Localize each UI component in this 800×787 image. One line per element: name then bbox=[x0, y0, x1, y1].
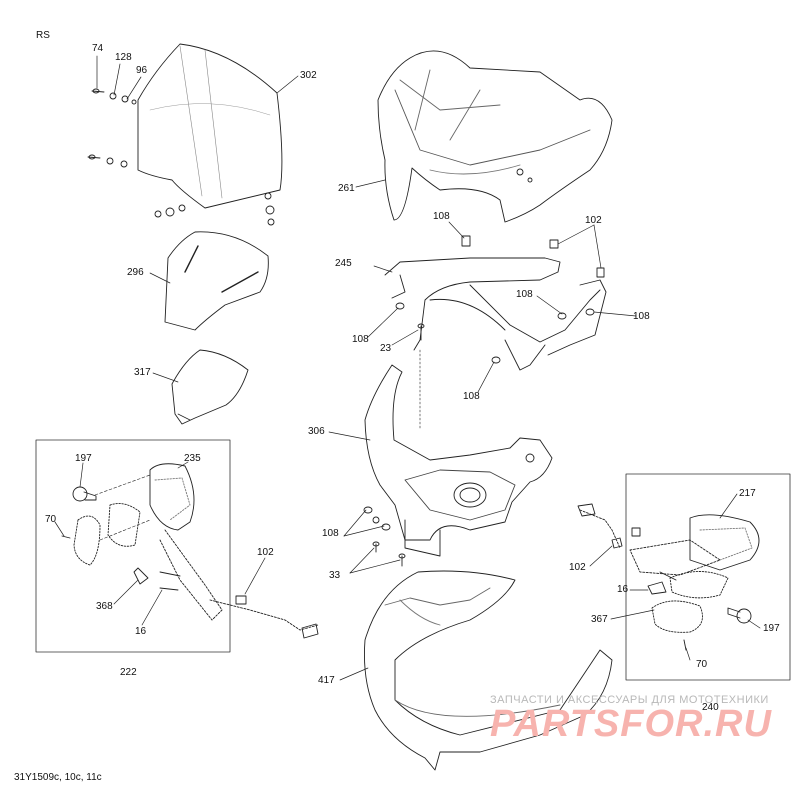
callout-197: 197 bbox=[75, 453, 92, 464]
page-code: RS bbox=[36, 30, 50, 41]
watermark-logo: PARTSFOR.RU bbox=[490, 703, 772, 745]
callout-108: 108 bbox=[463, 391, 480, 402]
callout-306: 306 bbox=[308, 426, 325, 437]
leader-lines bbox=[54, 55, 761, 681]
callout-74: 74 bbox=[92, 43, 104, 54]
callout-222: 222 bbox=[120, 667, 137, 678]
callout-240: 240 bbox=[702, 702, 719, 713]
callout-108: 108 bbox=[516, 289, 533, 300]
callout-16: 16 bbox=[135, 626, 147, 637]
headlight-housing-part bbox=[364, 364, 553, 557]
callout-197: 197 bbox=[763, 623, 780, 634]
callout-33: 33 bbox=[329, 570, 341, 581]
callout-367: 367 bbox=[591, 614, 608, 625]
callout-128: 128 bbox=[115, 52, 132, 63]
callout-70: 70 bbox=[696, 659, 708, 670]
callout-102: 102 bbox=[585, 215, 602, 226]
screws-33-108 bbox=[363, 506, 406, 567]
panel-317-part bbox=[171, 349, 249, 425]
deflector-part bbox=[164, 231, 269, 331]
watermark-tagline: ЗАПЧАСТИ И АКСЕССУАРЫ ДЛЯ МОТОТЕХНИКИ bbox=[490, 694, 769, 706]
callout-70: 70 bbox=[45, 514, 57, 525]
callout-23: 23 bbox=[380, 343, 392, 354]
callout-296: 296 bbox=[127, 267, 144, 278]
callout-317: 317 bbox=[134, 367, 151, 378]
upper-bracket-part bbox=[384, 257, 607, 371]
right-signal-box bbox=[577, 473, 791, 681]
windshield-part bbox=[137, 43, 283, 209]
upper-fairing-part bbox=[377, 50, 613, 223]
callout-217: 217 bbox=[739, 488, 756, 499]
callout-102: 102 bbox=[257, 547, 274, 558]
callout-302: 302 bbox=[300, 70, 317, 81]
callout-417: 417 bbox=[318, 675, 335, 686]
callout-96: 96 bbox=[136, 65, 148, 76]
callout-108: 108 bbox=[352, 334, 369, 345]
figure-id: 31Y1509c, 10c, 11c bbox=[14, 772, 102, 783]
callout-235: 235 bbox=[184, 453, 201, 464]
fasteners bbox=[395, 235, 605, 431]
callout-261: 261 bbox=[338, 183, 355, 194]
callout-108: 108 bbox=[633, 311, 650, 322]
windshield-hardware bbox=[87, 88, 275, 226]
callout-108: 108 bbox=[322, 528, 339, 539]
callout-368: 368 bbox=[96, 601, 113, 612]
callout-245: 245 bbox=[335, 258, 352, 269]
callout-16: 16 bbox=[617, 584, 629, 595]
lower-fairing-part bbox=[364, 570, 613, 771]
left-signal-box bbox=[35, 439, 319, 653]
callout-108: 108 bbox=[433, 211, 450, 222]
callout-102: 102 bbox=[569, 562, 586, 573]
